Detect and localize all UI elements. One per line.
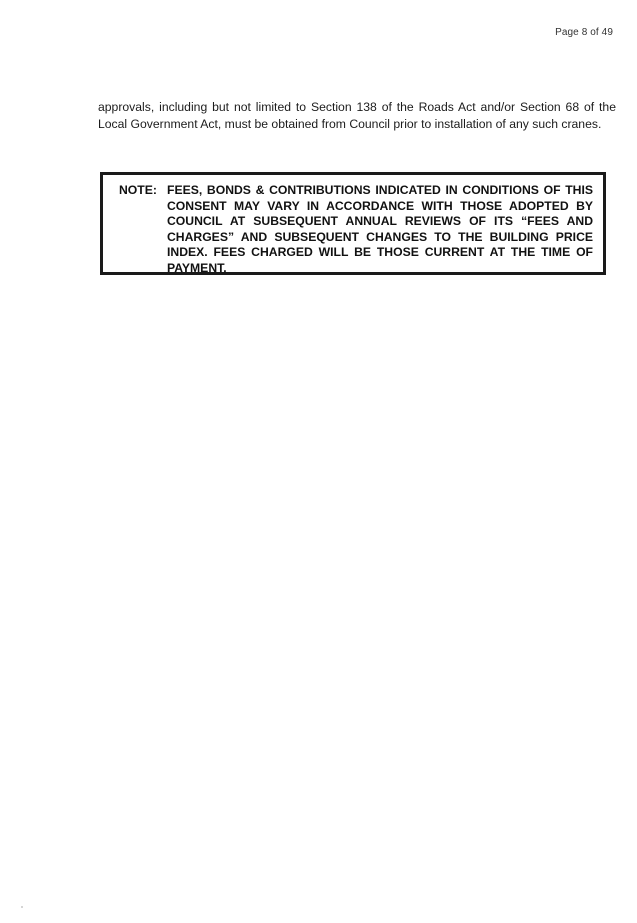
- scan-speck: [21, 906, 23, 908]
- note-text: FEES, BONDS & CONTRIBUTIONS INDICATED IN…: [167, 183, 593, 275]
- body-paragraph: approvals, including but not limited to …: [98, 100, 616, 131]
- page-number: Page 8 of 49: [555, 27, 613, 38]
- note-box: NOTE: FEES, BONDS & CONTRIBUTIONS INDICA…: [100, 172, 606, 275]
- note-label: NOTE:: [119, 183, 157, 197]
